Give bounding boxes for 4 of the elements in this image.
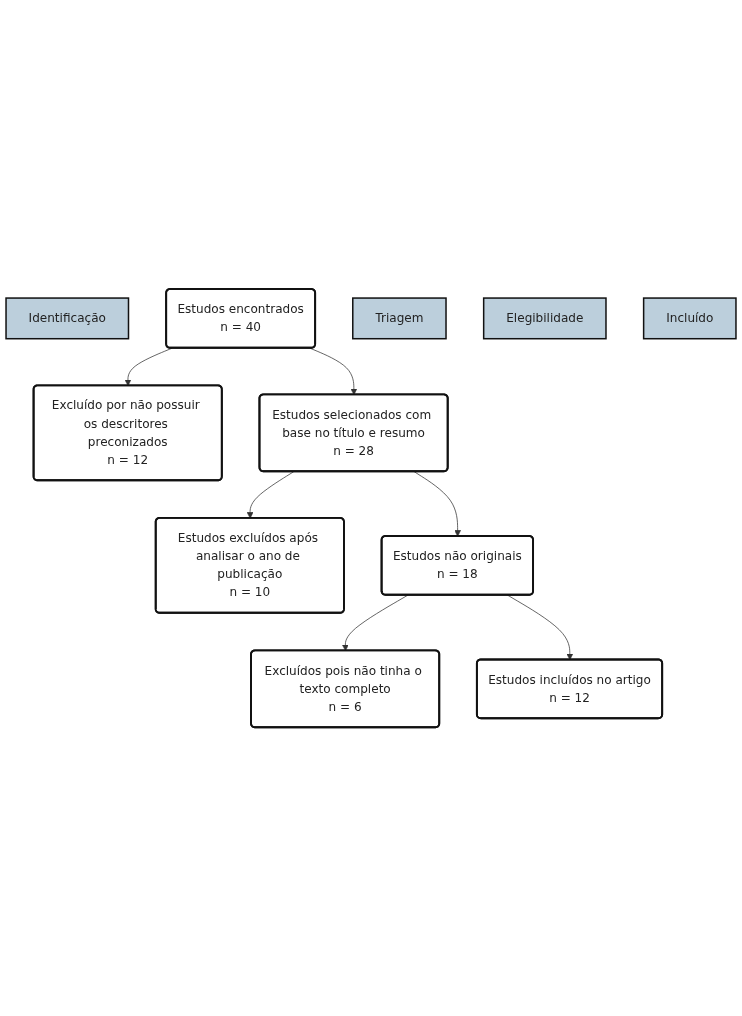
- node-box: Incluído: [642, 297, 737, 340]
- node-box: Elegibilidade: [482, 297, 607, 340]
- node-box: Triagem: [352, 297, 447, 340]
- node-box: Identificação: [5, 297, 130, 340]
